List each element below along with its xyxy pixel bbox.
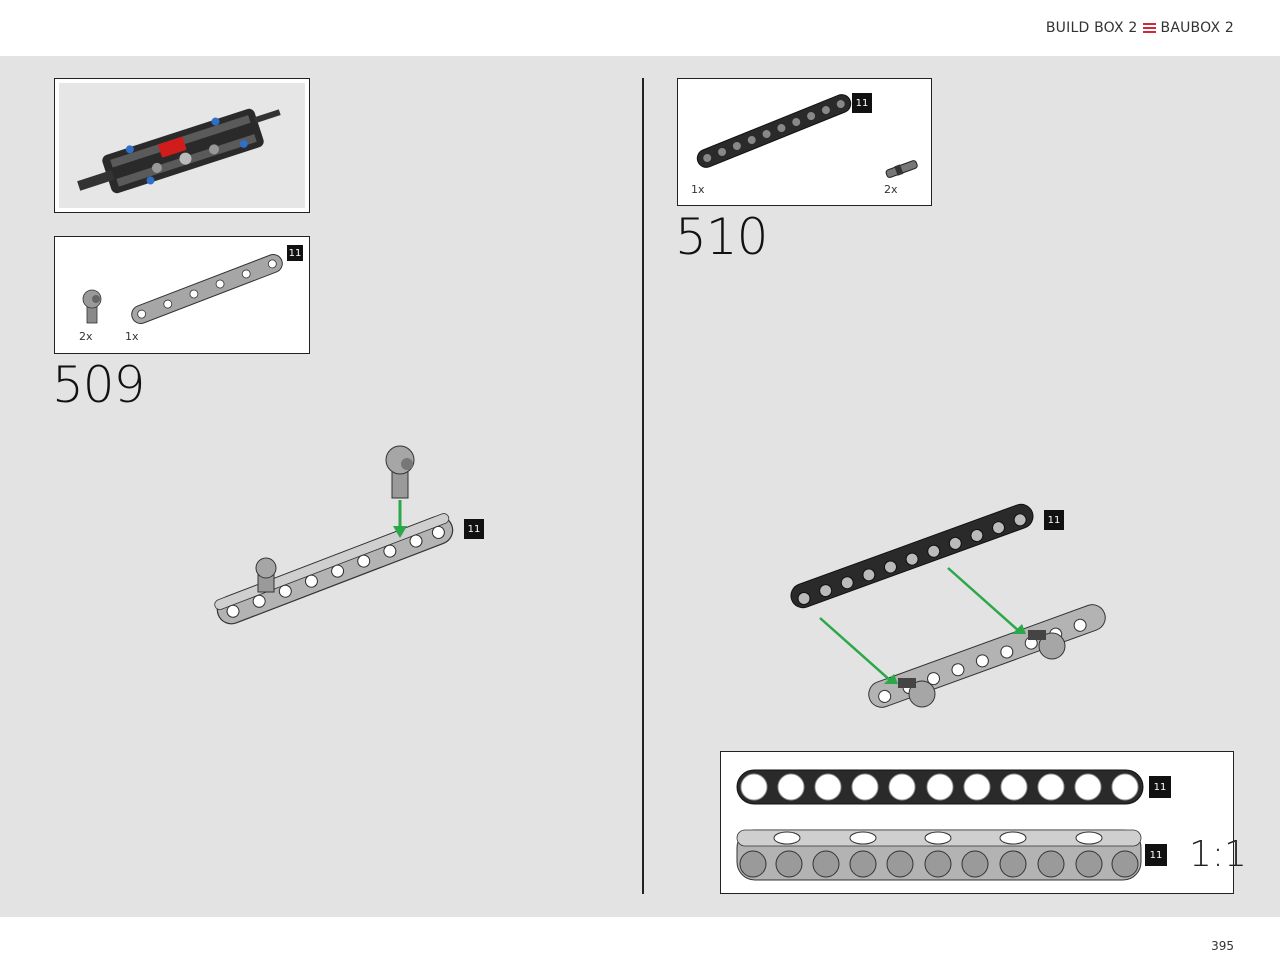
subassembly-model-icon <box>77 108 281 194</box>
black-beam-scale-icon <box>736 769 1144 805</box>
beam-length-badge: 11 <box>852 93 872 113</box>
step-509-assembly-illustration <box>214 445 454 625</box>
part-quantity: 1x <box>691 183 705 196</box>
page-divider <box>642 78 644 894</box>
scale-reference-box: 11 11 1:1 <box>720 751 1247 894</box>
step-510-assembly-illustration <box>790 503 1106 708</box>
black-liftarm-beam-icon <box>696 94 852 168</box>
page-footer: 395 <box>0 917 1280 973</box>
part-quantity: 2x <box>884 183 898 196</box>
pin-connector-icon <box>885 160 918 178</box>
main-beam-badge: 11 <box>1044 510 1064 530</box>
scale-badge-bottom: 11 <box>1145 844 1167 866</box>
instruction-area: 11 2x 1x 509 11 <box>0 56 1280 917</box>
header-left-text: BUILD BOX 2 <box>1045 20 1138 36</box>
page-header: BUILD BOX 2 BAUBOX 2 <box>0 0 1280 56</box>
header-title: BUILD BOX 2 BAUBOX 2 <box>1046 20 1234 36</box>
step-number: 510 <box>675 208 768 266</box>
scale-label: 1:1 <box>1189 834 1247 875</box>
beam-length-badge: 11 <box>287 245 303 261</box>
parts-list-box-509: 11 2x 1x <box>54 236 310 354</box>
header-right-text: BAUBOX 2 <box>1160 20 1234 36</box>
scale-badge-top: 11 <box>1149 776 1171 798</box>
step-number: 509 <box>52 356 145 414</box>
subassembly-preview-box <box>54 78 310 213</box>
parts-list-box-510: 11 1x 2x <box>677 78 932 206</box>
part-quantity: 1x <box>125 330 139 343</box>
page-number: 395 <box>1211 939 1234 953</box>
axle-pin-connector-icon <box>82 289 102 324</box>
grey-beam-scale-icon <box>736 829 1142 881</box>
striped-flag-icon <box>1142 23 1156 33</box>
liftarm-beam-icon <box>131 254 283 324</box>
part-quantity: 2x <box>79 330 93 343</box>
main-beam-badge: 11 <box>464 519 484 539</box>
